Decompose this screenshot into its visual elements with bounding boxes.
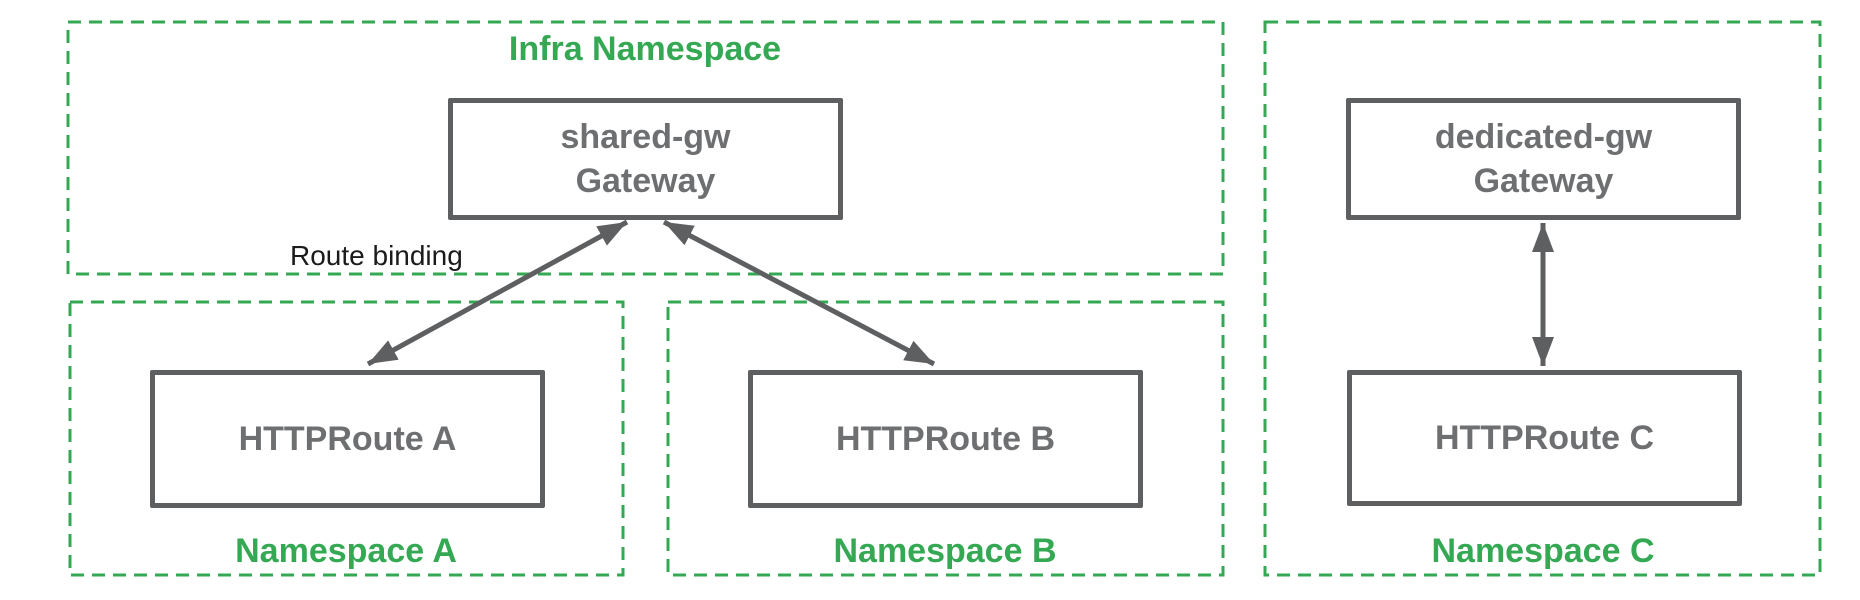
namespace-a-label: Namespace A [235, 532, 457, 570]
httproute-b-node: HTTPRoute B [748, 370, 1143, 508]
shared-gw-gateway-node: shared-gw Gateway [448, 98, 843, 220]
dedicated-gw-gateway-name: dedicated-gw [1434, 118, 1653, 156]
dedicated-gw-gateway-node: dedicated-gw Gateway [1346, 98, 1741, 220]
shared-gw-gateway-name: shared-gw [560, 118, 731, 156]
httproute-a-label: HTTPRoute A [238, 420, 457, 458]
httproute-a-node: HTTPRoute A [150, 370, 545, 508]
namespace-b-boundary [666, 300, 1225, 577]
namespace-c-label: Namespace C [1431, 532, 1655, 570]
infra-namespace-label: Infra Namespace [508, 30, 782, 68]
shared-gw-gateway-kind: Gateway [575, 162, 716, 200]
route-binding-arrow-a [366, 219, 629, 367]
httproute-c-label: HTTPRoute C [1434, 419, 1655, 457]
namespace-a-boundary [68, 300, 625, 577]
route-binding-arrow-b [662, 219, 936, 367]
route-binding-label: Route binding [290, 240, 463, 271]
namespace-c-boundary [1263, 20, 1822, 577]
httproute-c-node: HTTPRoute C [1347, 370, 1742, 506]
dedicated-gw-gateway-kind: Gateway [1473, 162, 1614, 200]
infra-namespace-boundary [66, 20, 1225, 276]
namespace-b-label: Namespace B [833, 532, 1057, 570]
httproute-b-label: HTTPRoute B [835, 420, 1056, 458]
